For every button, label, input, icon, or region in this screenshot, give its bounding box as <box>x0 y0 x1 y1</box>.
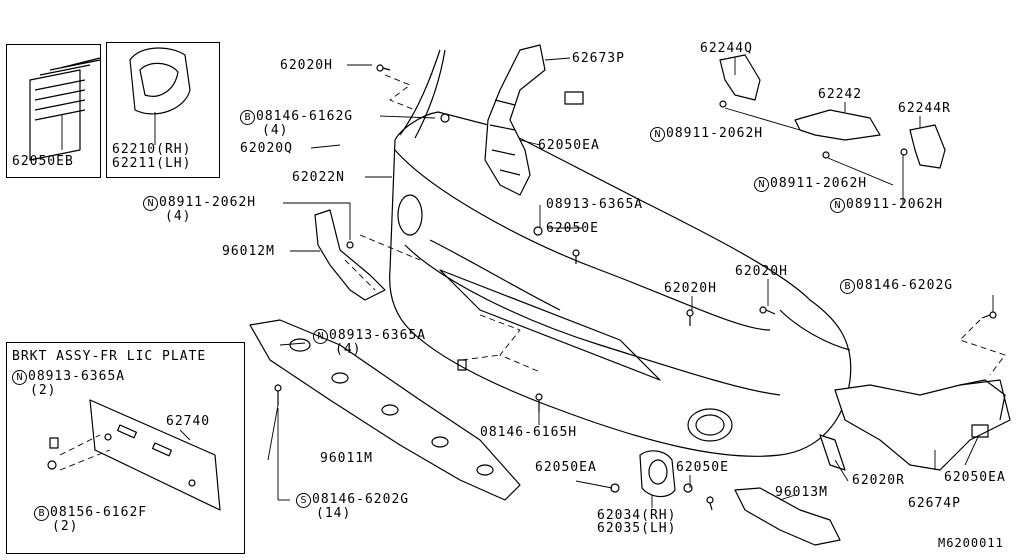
bumper-fascia-shape <box>389 49 852 457</box>
box-62050eb-shape <box>29 57 101 161</box>
b-circle-icon: B <box>240 110 255 125</box>
label-62211: 62211(LH) <box>112 156 192 171</box>
b-circle-icon: B <box>34 506 49 521</box>
bracket-62673p-shape <box>484 44 546 196</box>
label-08913-c-qty: (2) <box>30 383 57 398</box>
label-lic-plate-title: BRKT ASSY-FR LIC PLATE <box>12 349 207 364</box>
fog-lamp-62034-shape <box>639 450 676 498</box>
trim-62020r-shape <box>819 434 846 471</box>
fog-cap-62210-shape <box>129 47 191 115</box>
label-62050ea-c: 62050EA <box>944 470 1006 485</box>
label-08911-b-text: 08911-2062H <box>666 126 764 141</box>
label-62244r: 62244R <box>898 101 951 116</box>
label-96011m: 96011M <box>320 451 373 466</box>
label-62674p: 62674P <box>908 496 961 511</box>
label-08146-6202g-s-text: 08146-6202G <box>312 492 410 507</box>
label-62050eb: 62050EB <box>12 154 74 169</box>
label-08146-6202g-s-qty: (14) <box>316 506 352 521</box>
label-62210: 62210(RH) <box>112 142 192 157</box>
label-62020r: 62020R <box>852 473 905 488</box>
label-62050e-b: 62050E <box>676 460 729 475</box>
label-08913-b-qty: (4) <box>335 342 362 357</box>
reinforcement-96011m-shape <box>249 319 521 501</box>
leader-lines <box>61 57 994 508</box>
label-08913-b-text: 08913-6365A <box>329 328 427 343</box>
label-62020h-a: 62020H <box>280 58 333 73</box>
box-lic-plate <box>6 342 245 554</box>
label-62020h-c: 62020H <box>664 281 717 296</box>
label-62020q: 62020Q <box>240 141 293 156</box>
clip-shapes <box>49 91 989 449</box>
n-circle-icon: N <box>830 198 845 213</box>
bracket-62244q-shape <box>719 54 761 101</box>
bracket-96012m-shape <box>314 209 386 301</box>
label-08913-c-text: 08913-6365A <box>28 369 126 384</box>
n-circle-icon: N <box>754 177 769 192</box>
fastener-shapes <box>47 64 997 511</box>
label-62740: 62740 <box>166 414 211 429</box>
label-62020h-b: 62020H <box>735 264 788 279</box>
n-circle-icon: N <box>650 127 665 142</box>
diagram-id: M6200011 <box>938 536 1004 550</box>
label-62673p: 62673P <box>572 51 625 66</box>
label-62035: 62035(LH) <box>597 521 677 536</box>
label-08146-6162g-text: 08146-6162G <box>256 109 354 124</box>
dashed-lines <box>59 74 1006 471</box>
n-circle-icon: N <box>12 370 27 385</box>
label-08911-d-text: 08911-2062H <box>846 197 944 212</box>
s-circle-icon: S <box>296 493 311 508</box>
label-62244q: 62244Q <box>700 41 753 56</box>
label-08146-6165h: 08146-6165H <box>480 425 578 440</box>
label-08911-a-text: 08911-2062H <box>159 195 257 210</box>
n-circle-icon: N <box>313 329 328 344</box>
label-62050ea-b: 62050EA <box>535 460 597 475</box>
bracket-96013m-shape <box>734 487 841 546</box>
bracket-62244r-shape <box>909 124 946 169</box>
label-96013m: 96013M <box>775 485 828 500</box>
bracket-62674p-shape <box>834 379 1011 471</box>
label-96012m: 96012M <box>222 244 275 259</box>
bracket-62242-shape <box>794 109 881 141</box>
label-08156-text: 08156-6162F <box>50 505 148 520</box>
n-circle-icon: N <box>143 196 158 211</box>
label-08146-6202g-a-text: 08146-6202G <box>856 278 954 293</box>
box-62210 <box>106 42 220 178</box>
label-62022n: 62022N <box>292 170 345 185</box>
b-circle-icon: B <box>840 279 855 294</box>
label-08146-6162g-qty: (4) <box>262 123 289 138</box>
label-62050e-a: 62050E <box>546 221 599 236</box>
label-62034: 62034(RH) <box>597 508 677 523</box>
box-62050eb <box>6 44 101 178</box>
label-62050ea-a: 62050EA <box>538 138 600 153</box>
label-08156-qty: (2) <box>52 519 79 534</box>
label-08911-c-text: 08911-2062H <box>770 176 868 191</box>
label-08913-a: 08913-6365A <box>546 197 644 212</box>
lic-plate-bracket-shape <box>89 399 221 511</box>
label-08911-a-qty: (4) <box>165 209 192 224</box>
label-62242: 62242 <box>818 87 863 102</box>
